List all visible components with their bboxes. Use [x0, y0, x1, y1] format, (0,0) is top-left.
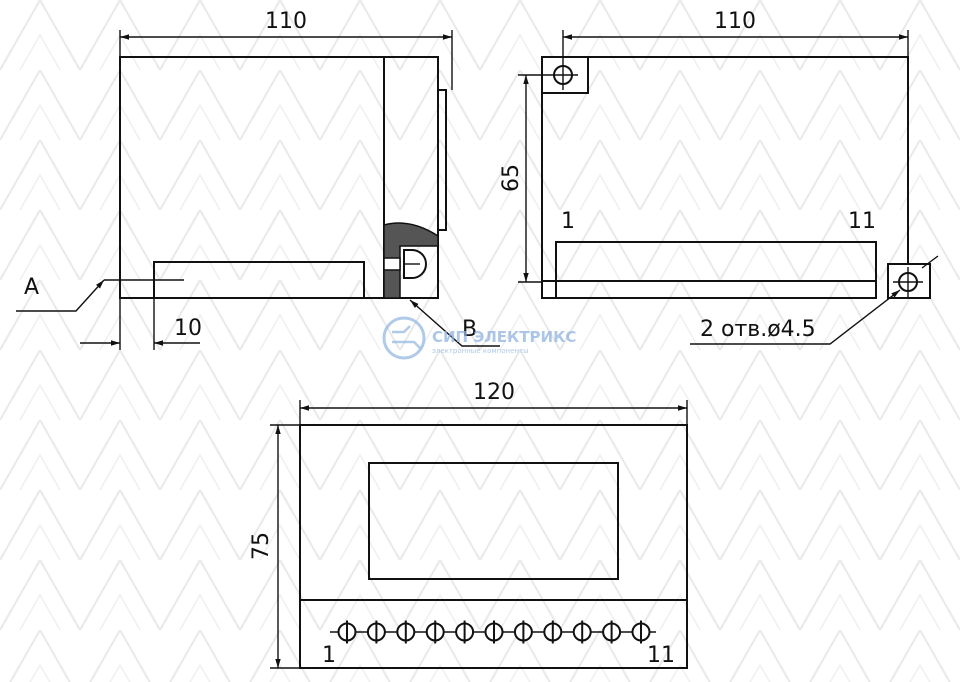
back-width-dim: 110 — [714, 9, 756, 34]
front-width-dim: 120 — [473, 380, 515, 405]
watermark: СИП ЭЛЕКТРИКС электронные компоненты — [382, 316, 576, 360]
side-offset-dim: 10 — [174, 316, 202, 341]
terminal-screw — [455, 620, 475, 644]
front-pin-last: 11 — [647, 643, 675, 668]
terminal-screw — [366, 620, 386, 644]
label-a-leader — [16, 279, 105, 312]
terminal-row — [337, 620, 651, 644]
terminal-screw — [396, 620, 416, 644]
side-clip-dark — [383, 222, 439, 299]
side-width-dim: 110 — [265, 9, 307, 34]
label-b-leader — [409, 299, 500, 347]
front-display-window — [368, 462, 619, 580]
watermark-tagline: электронные компоненты — [432, 347, 529, 355]
label-a: A — [24, 275, 39, 300]
front-height-dim: 75 — [249, 532, 274, 560]
terminal-screw — [602, 620, 622, 644]
side-clip-block — [383, 257, 401, 271]
side-view: 110 10 A B — [16, 9, 500, 350]
watermark-brand: СИП ЭЛЕКТРИКС — [432, 328, 576, 346]
back-view: 110 65 1 11 2 отв.ø4.5 — [499, 9, 939, 345]
back-terminal-strip — [555, 241, 877, 299]
front-body-outline — [299, 424, 688, 669]
back-pin-last: 11 — [848, 209, 876, 234]
front-view: 1 11 120 75 — [249, 380, 688, 669]
label-b: B — [462, 317, 477, 342]
terminal-screw — [543, 620, 563, 644]
side-body-outline — [119, 56, 439, 299]
terminal-screw — [484, 620, 504, 644]
watermark-logo-icon — [382, 316, 426, 360]
back-height-dim: 65 — [499, 164, 524, 192]
terminal-screw — [631, 620, 651, 644]
terminal-screw — [572, 620, 592, 644]
terminal-screw — [513, 620, 533, 644]
front-pin-first: 1 — [322, 643, 336, 668]
holes-note-leader — [690, 289, 901, 345]
side-front-lip — [437, 57, 447, 231]
terminal-screw — [425, 620, 445, 644]
holes-note: 2 отв.ø4.5 — [700, 317, 816, 342]
mount-hole-bottom-square — [887, 263, 931, 299]
terminal-screw — [337, 620, 357, 644]
back-pin-first: 1 — [561, 209, 575, 234]
